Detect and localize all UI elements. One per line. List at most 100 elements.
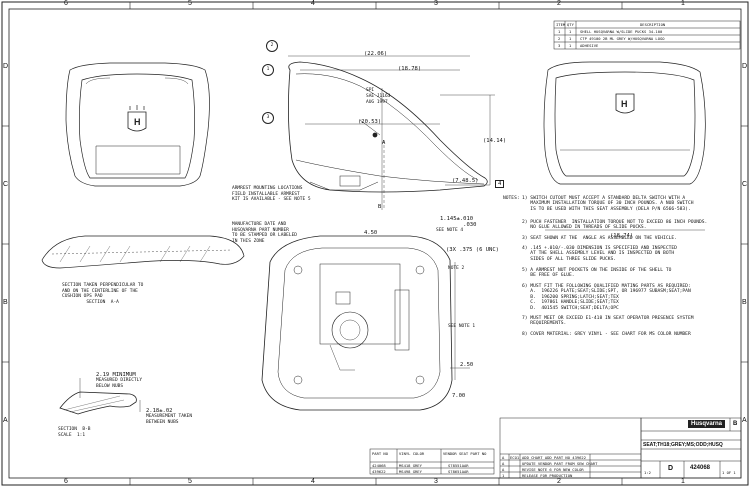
zone-bottom-5: 5 [188, 478, 192, 485]
drawing-sheet: 1 OF 1 [722, 470, 736, 475]
color-row-2-vinyl: MS498 GREY [399, 469, 422, 474]
note-4: 4) .145 +.010/-.030 DIMENSION IS SPECIFI… [522, 246, 677, 262]
zone-bottom-6: 6 [64, 478, 68, 485]
note-3: 3) SEAT SHOWN AT THE ANGLE AS ASSEMBLED … [522, 236, 677, 241]
dim-4-50: 4.50 [364, 230, 378, 236]
dim-depth: (20.53) [358, 119, 382, 125]
parts-row-1-item: 1 [558, 29, 561, 34]
drawing-size: D [668, 465, 674, 472]
note-6: 6) MUST FIT THE FOLLOWING QUALIFIED MATI… [522, 284, 691, 311]
zone-bottom-4: 4 [311, 478, 315, 485]
rev-1-eco: ECO1 [510, 455, 520, 460]
rev-1-desc: ADD CHART ADD PART NO 439622 [522, 455, 587, 460]
company-logo: Husqvarna [688, 420, 726, 428]
dim-height: (14.14) [483, 138, 507, 144]
balloon-2: 2 [266, 40, 278, 52]
color-header-vendor: VENDOR SEAT PART NO [443, 451, 487, 456]
parts-row-1-desc: SHELL HUSQVARNA W/SLIDE PUCKS 34-100 [580, 29, 663, 34]
zone-top-1: 1 [681, 0, 685, 7]
zone-bottom-3: 3 [434, 478, 438, 485]
drawing-number: 424068 [690, 465, 711, 471]
zone-left-d: D [3, 63, 9, 70]
measurement-taken-label: MEASUREMENT TAKEN BETWEEN NUBS [146, 414, 193, 425]
zone-top-2: 2 [557, 0, 561, 7]
dim-thread: (3X .375 (6 UNC) [446, 247, 499, 253]
parts-row-3-desc: ADHESIVE [580, 43, 599, 48]
color-row-1-vinyl: MS418 GREY [399, 463, 422, 468]
section-marker-b: B [378, 204, 382, 210]
note-flag-4: 4 [495, 180, 505, 188]
rev-3-letter: A [502, 467, 505, 472]
zone-right-b: B [742, 299, 747, 306]
notes-title: NOTES: [503, 196, 520, 201]
note-5: 5) A ARMREST NUT POCKETS ON THE INSIDE O… [522, 268, 672, 279]
dim-width: (18.74) [610, 233, 634, 239]
color-row-2-part: 439622 [372, 469, 386, 474]
spi-label: SPI SAE J1163 AUG 1997 [366, 88, 391, 105]
zone-left-b: B [3, 299, 8, 306]
note-2-label: NOTE 2 [448, 266, 465, 271]
dim-seat-length: (18.78) [398, 66, 422, 72]
bottom-view [261, 235, 470, 411]
svg-text:H: H [134, 117, 141, 127]
measured-directly-label: MEASURED DIRECTLY BELOW NUBS [96, 378, 143, 389]
see-note-4-label: SEE NOTE 4 [436, 228, 464, 233]
section-aa-label: SECTION TAKEN PERPENDICULAR TO AND ON TH… [62, 283, 144, 305]
side-view [288, 61, 488, 193]
dim-2-50: 2.50 [460, 362, 474, 368]
rev-1-letter: A [502, 455, 505, 460]
note-8: 8) COVER MATERIAL: GREY VINYL - SEE CHAR… [522, 332, 691, 337]
note-7: 7) MUST MEET OR EXCEED E1-418 IN SEAT OP… [522, 316, 694, 327]
parts-row-3-qty: 1 [569, 43, 572, 48]
rev-2-desc: UPDATE VENDOR PART FROM SEW CHART [522, 461, 598, 466]
zone-top-4: 4 [311, 0, 315, 7]
zone-top-5: 5 [188, 0, 192, 7]
rev-4-letter: 1 [502, 473, 505, 478]
section-bb [59, 378, 141, 415]
parts-header-description: DESCRIPTION [640, 22, 666, 27]
zone-left-c: C [3, 181, 9, 188]
zone-bottom-1: 1 [681, 478, 685, 485]
color-header-vinyl: VINYL COLOR [399, 451, 425, 456]
dim-2-18: 2.18±.02 [146, 408, 173, 414]
color-row-2-vendor: S78651AAR [448, 469, 469, 474]
balloon-3: 3 [262, 112, 274, 124]
see-note-1-label: SEE NOTE 1 [448, 324, 476, 329]
parts-header-item: ITEM [556, 22, 566, 27]
parts-row-2-desc: CTP 49100 2B ML GREY W/HUSQVARNA LOGO [580, 36, 665, 41]
dim-2-19-min: 2.19 MINIMUM [96, 372, 136, 378]
drawing-scale: 1:2 [644, 470, 651, 475]
zone-left-a: A [3, 417, 8, 424]
rev-3-desc: REVISE NOTE 6 FOR NEW COLOR [522, 467, 584, 472]
parts-row-3-item: 3 [558, 43, 561, 48]
dim-side: (7.48.5) [452, 178, 479, 184]
husqvarna-logo-front: H [127, 105, 147, 132]
dim-puck-height: 1.145±.010 .030 [440, 216, 477, 228]
balloon-1: 1 [262, 64, 274, 76]
section-bb-label: SECTION B-B SCALE 1:1 [58, 427, 91, 438]
color-row-1-part: 424068 [372, 463, 386, 468]
parts-row-2-qty: 1 [569, 36, 572, 41]
zone-top-3: 3 [434, 0, 438, 7]
zone-right-c: C [742, 181, 748, 188]
section-aa [41, 235, 245, 269]
armrest-note-label: ARMREST MOUNTING LOCATIONS FIELD INSTALL… [232, 186, 311, 202]
parts-row-1-qty: 1 [569, 29, 572, 34]
dim-overall-length: (22.06) [364, 51, 388, 57]
zone-top-6: 6 [64, 0, 68, 7]
zone-right-a: A [742, 417, 747, 424]
zone-bottom-2: 2 [557, 478, 561, 485]
rev-4-desc: RELEASE FOR PRODUCTION [522, 473, 573, 478]
drawing-revision: B [733, 421, 738, 427]
husqvarna-logo-rear: H [615, 93, 635, 114]
color-header-part: PART NO [372, 451, 389, 456]
manufacture-label: MANUFACTURE DATE AND HUSQVARNA PART NUMB… [232, 222, 298, 244]
rear-view [543, 61, 706, 231]
parts-header-qty: QTY [567, 22, 574, 27]
color-row-1-vendor: S78551AAR [448, 463, 469, 468]
note-1: 1) SWITCH CUTOUT MUST ACCEPT A STANDARD … [522, 196, 694, 212]
section-marker-a: A [382, 140, 386, 146]
note-2: 2) PUCH FASTENER INSTALLATION TORQUE NOT… [522, 220, 708, 231]
svg-text:H: H [621, 99, 628, 109]
